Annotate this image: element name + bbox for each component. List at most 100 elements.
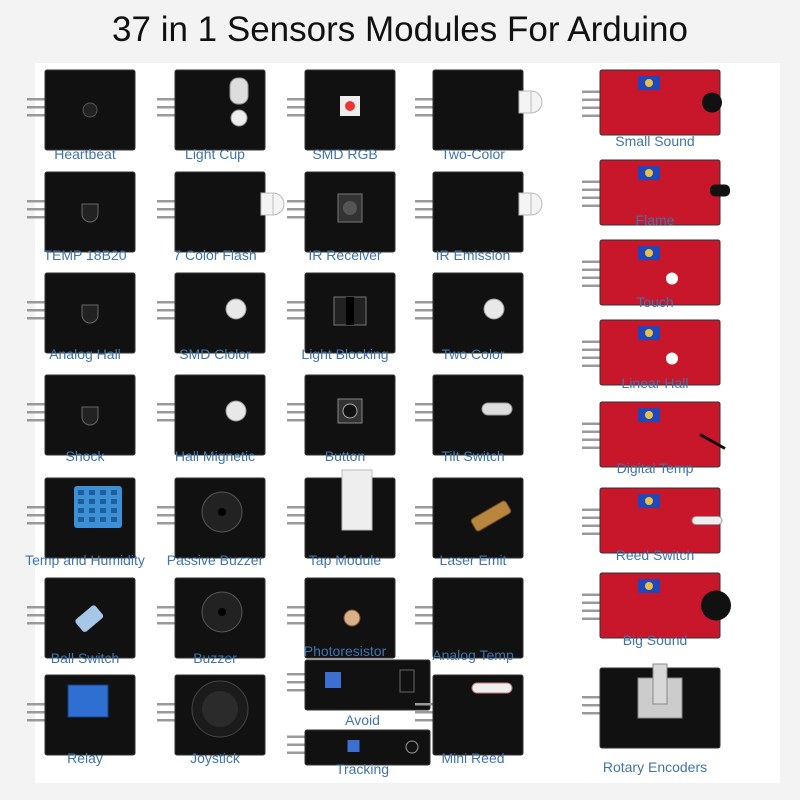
module-caption: Two Color [441, 346, 505, 362]
module-caption: Tap Module [308, 552, 382, 568]
header-pin [287, 411, 309, 414]
module-board-image [157, 577, 266, 659]
module-pot-probe: Digital Temp [580, 401, 730, 486]
header-pin [415, 522, 437, 525]
header-pin [415, 200, 437, 203]
module-board-image [582, 663, 721, 749]
module-to92: Shock [25, 374, 145, 474]
mini-reed-icon [471, 682, 513, 694]
module-tilt: Tilt Switch [413, 374, 533, 474]
module-caption: SMD RGB [312, 146, 378, 162]
module-board-image [415, 577, 524, 659]
module-board-image [415, 674, 524, 756]
module-caption: Rotary Encoders [602, 759, 708, 775]
to92-icon [81, 203, 99, 223]
led-icon [225, 400, 247, 422]
pcb-board [304, 729, 431, 766]
header-pin [582, 284, 604, 287]
module-caption: Shock [65, 448, 105, 464]
header-pin [27, 614, 49, 617]
big-led-icon [260, 192, 285, 216]
header-pin [582, 196, 604, 199]
header-pin [415, 622, 437, 625]
relay-icon [67, 684, 109, 718]
header-pin [157, 403, 179, 406]
module-board-image [287, 171, 396, 253]
pcb-board [174, 171, 266, 253]
header-pin [287, 317, 309, 320]
pot-bigmic-icon [638, 579, 731, 621]
module-board-image [415, 374, 524, 456]
module-caption: Photoresistor [303, 643, 387, 659]
joystick-icon [191, 680, 249, 738]
header-pin [415, 411, 437, 414]
header-pin [582, 712, 604, 715]
header-pin [287, 673, 309, 676]
header-pin [157, 606, 179, 609]
module-ldr: Photoresistor [285, 577, 405, 669]
module-board-image [157, 272, 266, 354]
header-pin [157, 114, 179, 117]
pot-reed-icon [638, 494, 723, 525]
module-board-image [157, 69, 266, 151]
header-pin [157, 719, 179, 722]
header-pin [157, 301, 179, 304]
module-mini-reed: Mini Reed [413, 674, 533, 776]
module-caption: Light Blocking [301, 346, 389, 362]
laser-icon [470, 500, 512, 532]
module-caption: Big Sound [622, 632, 688, 648]
header-pin [582, 601, 604, 604]
header-pin [415, 703, 437, 706]
header-pin [287, 309, 309, 312]
module-tap: Tap Module [285, 469, 405, 578]
module-board-image [27, 69, 136, 151]
module-cup-led: Light Cup [155, 69, 275, 172]
button-icon [337, 398, 363, 424]
module-caption: Light Cup [185, 146, 245, 162]
encoder-icon [637, 663, 683, 719]
module-board-image [415, 272, 524, 354]
header-pin [582, 593, 604, 596]
module-board-image [582, 319, 721, 386]
header-pin [157, 522, 179, 525]
header-pin [582, 704, 604, 707]
module-caption: Linear Hall [621, 375, 689, 391]
pot-hole-icon [638, 326, 678, 365]
pcb-board [174, 272, 266, 354]
header-pin [582, 98, 604, 101]
header-pin [287, 606, 309, 609]
header-pin [157, 514, 179, 517]
module-pot-hole: Linear Hall [580, 319, 730, 401]
tap-icon [341, 469, 373, 531]
module-board-image [582, 487, 723, 554]
module-pot-mic: Small Sound [580, 69, 730, 159]
header-pin [27, 301, 49, 304]
header-pin [27, 309, 49, 312]
module-caption: Touch [636, 294, 674, 310]
module-board-image [582, 239, 721, 306]
module-caption: Relay [67, 750, 103, 766]
module-board-image [287, 374, 396, 456]
header-pin [582, 430, 604, 433]
header-pin [27, 719, 49, 722]
header-pin [27, 216, 49, 219]
header-pin [415, 719, 437, 722]
header-pin [415, 317, 437, 320]
header-pin [27, 419, 49, 422]
header-pin [27, 622, 49, 625]
module-caption: Digital Temp [616, 460, 694, 476]
module-caption: Ball Switch [50, 650, 120, 666]
header-pin [27, 703, 49, 706]
module-led: Hall Mignetic [155, 374, 275, 474]
header-pin [582, 188, 604, 191]
module-board-image [415, 171, 543, 253]
module-dht: Temp and Humidity [25, 477, 145, 578]
header-pin [415, 309, 437, 312]
header-pin [582, 696, 604, 699]
header-pin [27, 208, 49, 211]
module-caption: Temp and Humidity [25, 552, 145, 568]
header-pin [157, 106, 179, 109]
header-pin [157, 614, 179, 617]
header-pin [157, 309, 179, 312]
thermistor-icon [480, 604, 500, 616]
